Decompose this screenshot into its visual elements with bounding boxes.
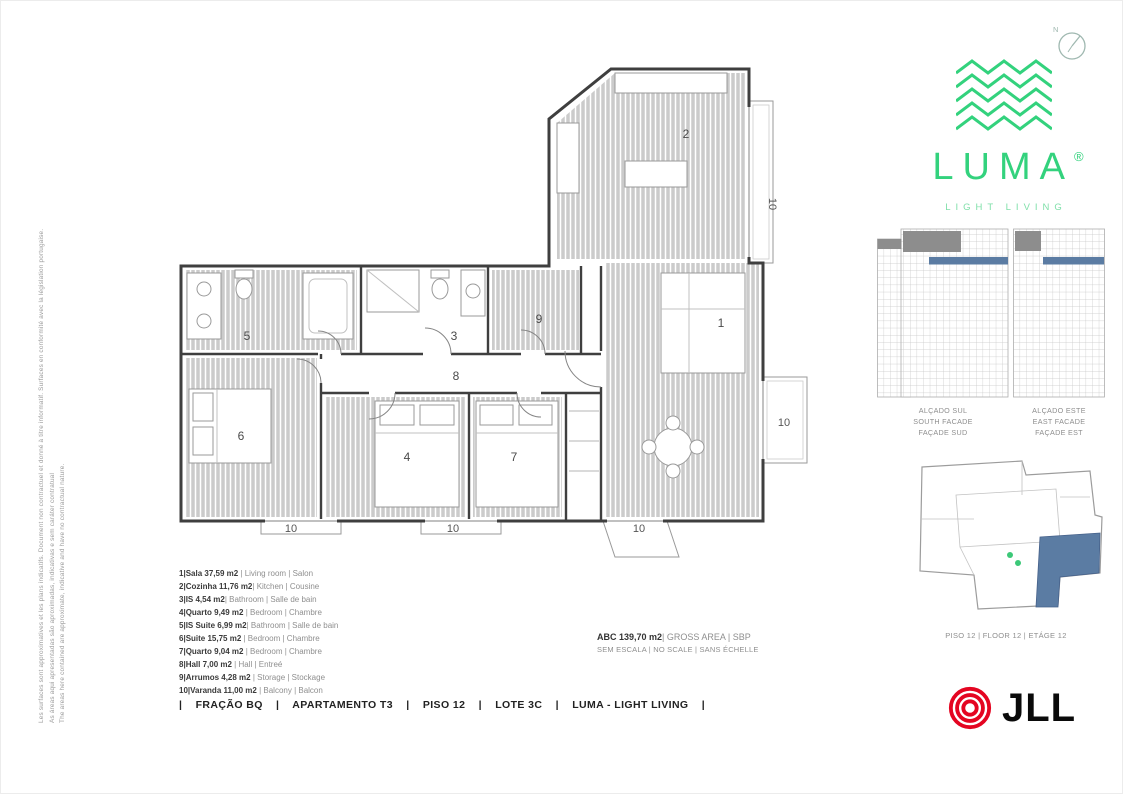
brand-tagline: LIGHT LIVING (945, 202, 1067, 213)
compass-north-label: N (1053, 25, 1058, 34)
legend-room-translations: | Bedroom | Chambre (243, 634, 320, 643)
facade-south-line3: FAÇADE SUD (918, 428, 968, 437)
scale-note: SEM ESCALA | NO SCALE | SANS ÉCHELLE (597, 645, 759, 654)
room-number-labels: 1 2 3 4 5 6 7 8 9 10 10 10 10 10 (238, 127, 790, 535)
balcony-number-kitchen: 10 (766, 198, 778, 210)
disclaimer-line-pt: As áreas aqui apresentadas são aproximad… (48, 472, 56, 723)
legend-room-translations: | Storage | Stockage (252, 673, 326, 682)
legend-item: 2|Cozinha 11,76 m2| Kitchen | Cousine (179, 580, 419, 593)
legend-room-label: 10|Varanda 11,00 m2 (179, 686, 260, 695)
floor-plan: 1 2 3 4 5 6 7 8 9 10 10 10 10 10 (173, 51, 821, 579)
facade-south-line1: ALÇADO SUL (918, 406, 968, 415)
legend-item: 4|Quarto 9,49 m2 | Bedroom | Chambre (179, 606, 419, 619)
facade-south-line2: SOUTH FACADE (913, 417, 973, 426)
facade-east-line1: ALÇADO ESTE (1032, 406, 1086, 415)
legend-room-label: 6|Suite 15,75 m2 (179, 634, 244, 643)
facade-south-diagram (877, 227, 1009, 404)
jll-wordmark: JLL (1002, 686, 1077, 730)
room-number-storage: 9 (536, 312, 543, 326)
legend-room-label: 9|Arrumos 4,28 m2 (179, 673, 253, 682)
legend-room-translations: | Kitchen | Cousine (252, 582, 320, 591)
jll-rings-icon (948, 686, 992, 730)
legend-room-label: 3|IS 4,54 m2 (179, 595, 225, 604)
legend-room-label: 1|Sala 37,59 m2 (179, 569, 241, 578)
door-arcs (296, 327, 602, 420)
legend-room-translations: | Bathroom | Salle de bain (246, 621, 339, 630)
balcony-number-living: 10 (778, 417, 790, 429)
facade-east-diagram (1013, 227, 1105, 404)
legend-item: 1|Sala 37,59 m2 | Living room | Salon (179, 567, 419, 580)
facade-east-line3: FAÇADE EST (1035, 428, 1083, 437)
legend-item: 6|Suite 15,75 m2 | Bedroom | Chambre (179, 632, 419, 645)
disclaimer-line-en: The areas here contained are approximate… (59, 463, 66, 723)
legend-room-translations: | Living room | Salon (240, 569, 314, 578)
floor-plan-svg: 1 2 3 4 5 6 7 8 9 10 10 10 10 10 (179, 67, 808, 558)
window-lines (265, 107, 765, 523)
room-number-kitchen: 2 (683, 127, 690, 141)
legend-room-translations: | Bathroom | Salle de bain (224, 595, 317, 604)
legend-room-label: 2|Cozinha 11,76 m2 (179, 582, 253, 591)
legend-room-translations: | Bedroom | Chambre (245, 608, 322, 617)
balcony-number-bottom: 10 (633, 523, 645, 535)
footer-strip: | FRAÇÃO BQ | APARTAMENTO T3 | PISO 12 |… (179, 699, 706, 711)
gross-area-value: ABC 139,70 m2 (597, 632, 663, 642)
legend-room-translations: | Balcony | Balcon (259, 686, 323, 695)
room-number-bathroom: 3 (451, 329, 458, 343)
facade-east-caption: ALÇADO ESTE EAST FACADE FAÇADE EST (1003, 405, 1115, 438)
room-legend: 1|Sala 37,59 m2 | Living room | Salon 2|… (179, 567, 419, 697)
balcony-outlines (260, 100, 808, 558)
legend-room-label: 5|IS Suite 6,99 m2 (179, 621, 247, 630)
registered-mark: ® (1073, 149, 1084, 164)
legend-item: 8|Hall 7,00 m2 | Hall | Entreé (179, 658, 419, 671)
legend-item: 7|Quarto 9,04 m2 | Bedroom | Chambre (179, 645, 419, 658)
room-number-living: 1 (718, 316, 725, 330)
brand-name: LUMA® (916, 146, 1091, 189)
legend-room-translations: | Bedroom | Chambre (245, 647, 322, 656)
facade-south-caption: ALÇADO SUL SOUTH FACADE FAÇADE SUD (877, 405, 1009, 438)
gross-area-line: ABC 139,70 m2| GROSS AREA | SBP (597, 632, 797, 642)
room-number-suite-bath: 5 (244, 329, 251, 343)
legend-room-label: 8|Hall 7,00 m2 (179, 660, 235, 669)
luma-zigzag-icon (954, 59, 1053, 131)
balcony-number-mid: 10 (447, 523, 459, 535)
compass-svg: N (1053, 25, 1086, 60)
facade-east-line2: EAST FACADE (1032, 417, 1086, 426)
legend-item: 9|Arrumos 4,28 m2 | Storage | Stockage (179, 671, 419, 684)
legend-room-translations: | Hall | Entreé (234, 660, 283, 669)
brand-name-text: LUMA (932, 146, 1074, 188)
site-plan-svg (919, 460, 1103, 610)
room-number-bedroom2: 7 (511, 450, 518, 464)
side-disclaimer: Les surfaces sont approximatives et les … (37, 113, 69, 723)
gross-area-labels: | GROSS AREA | SBP (662, 632, 751, 642)
balcony-number-left: 10 (285, 523, 297, 535)
compass-icon: N (1047, 21, 1093, 72)
furniture-layer (186, 72, 746, 508)
room-number-hall: 8 (453, 369, 460, 383)
gross-area-info: ABC 139,70 m2| GROSS AREA | SBP SEM ESCA… (597, 632, 797, 654)
legend-item: 10|Varanda 11,00 m2 | Balcony | Balcon (179, 684, 419, 697)
jll-logo: JLL (947, 685, 1076, 731)
legend-room-label: 4|Quarto 9,49 m2 (179, 608, 246, 617)
room-number-bedroom1: 4 (404, 450, 411, 464)
floor-level-caption: PISO 12 | FLOOR 12 | ETÁGE 12 (945, 631, 1067, 640)
legend-room-label: 7|Quarto 9,04 m2 (179, 647, 246, 656)
luma-logo: LUMA® LIGHT LIVING (916, 59, 1091, 213)
site-plan-diagram (906, 457, 1106, 630)
legend-item: 3|IS 4,54 m2| Bathroom | Salle de bain (179, 593, 419, 606)
facade-east-svg (1013, 228, 1105, 398)
facade-south-svg (877, 228, 1009, 398)
legend-item: 5|IS Suite 6,99 m2| Bathroom | Salle de … (179, 619, 419, 632)
disclaimer-line-fr: Les surfaces sont approximatives et les … (38, 228, 45, 723)
highlighted-unit (1035, 532, 1101, 608)
room-number-suite: 6 (238, 429, 245, 443)
